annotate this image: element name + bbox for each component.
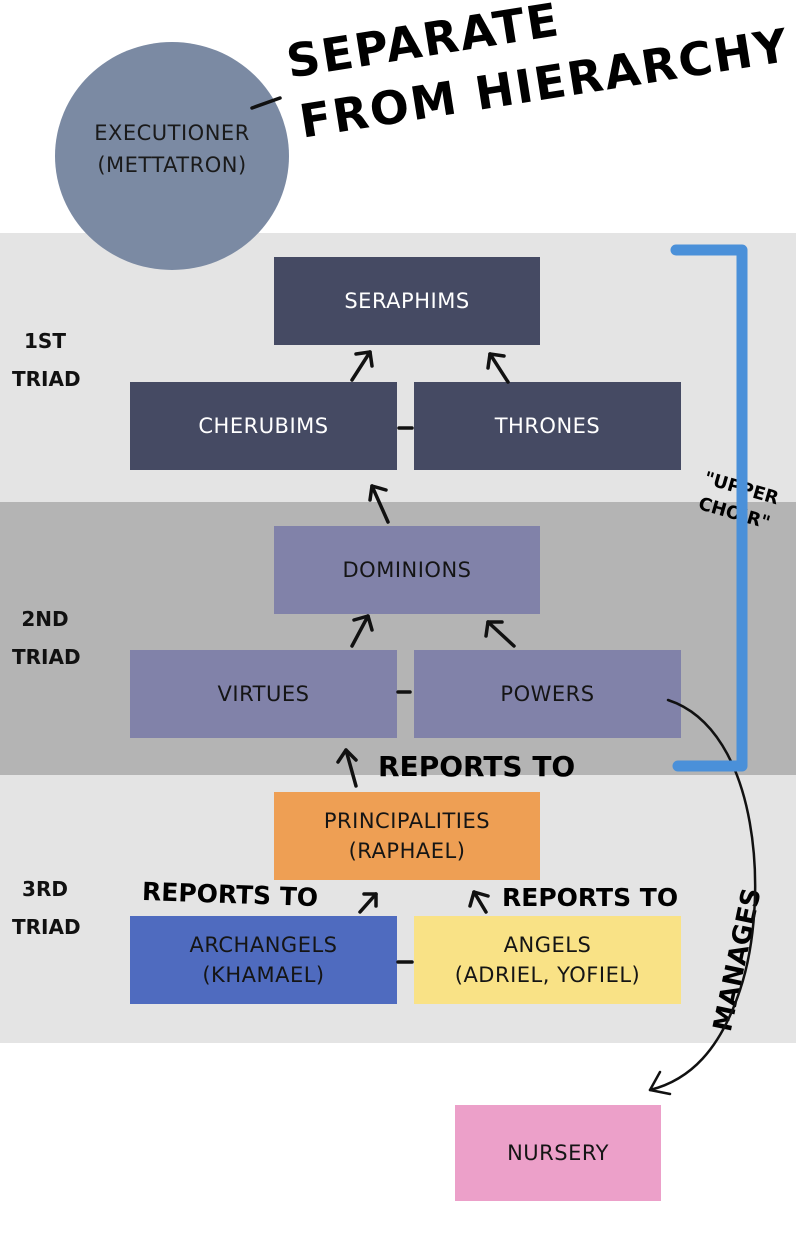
third-triad-label: 3RD TRIAD [12,870,81,946]
arrow-powers-manages-nursery [648,698,757,1096]
archangels-label: ARCHANGELS [189,933,338,957]
executioner-circle [55,42,289,270]
arrow-archangels-to-principalities [358,892,378,914]
second-triad-label: 2ND TRIAD [12,600,81,676]
first-triad-label-line1: 1ST [24,329,66,353]
seraphims-label: SERAPHIMS [344,289,470,313]
upper-choir-bracket [670,244,748,772]
thrones-node: THRONES [414,382,681,470]
arrow-thrones-to-seraphims [486,352,510,384]
third-triad-label-line1: 3RD [22,877,68,901]
executioner-label: EXECUTIONER (METTATRON) [55,117,289,181]
second-triad-label-line2: TRIAD [12,645,81,669]
cherubims-node: CHERUBIMS [130,382,397,470]
second-triad-label-line1: 2ND [21,607,69,631]
executioner-title: EXECUTIONER [94,121,250,145]
archangels-node: ARCHANGELS (KHAMAEL) [130,916,397,1004]
arrow-dominions-to-cherubims [368,484,390,524]
reports-to-main: REPORTS TO [378,750,576,783]
executioner-name: (METTATRON) [97,153,247,177]
principalities-node: PRINCIPALITIES (RAPHAEL) [274,792,540,880]
nursery-node: NURSERY [455,1105,661,1201]
seraphims-node: SERAPHIMS [274,257,540,345]
executioner-connector [250,96,282,110]
virtues-node: VIRTUES [130,650,397,738]
arrow-powers-to-dominions [484,620,516,648]
powers-node: POWERS [414,650,681,738]
cherubims-label: CHERUBIMS [198,414,329,438]
principalities-ruler: (RAPHAEL) [348,839,466,863]
nursery-label: NURSERY [507,1141,609,1165]
dominions-node: DOMINIONS [274,526,540,614]
archangels-ruler: (KHAMAEL) [202,963,325,987]
angels-rulers: (ADRIEL, YOFIEL) [454,963,641,987]
first-triad-label: 1ST TRIAD [12,322,81,398]
reports-to-right: REPORTS TO [502,883,679,912]
arrow-principalities-to-virtues [336,748,358,788]
arrow-cherubims-to-seraphims [350,350,374,382]
first-triad-label-line2: TRIAD [12,367,81,391]
third-triad-label-line2: TRIAD [12,915,81,939]
arrow-angels-to-principalities [468,890,490,914]
thrones-label: THRONES [494,414,601,438]
arrow-virtues-to-dominions [350,614,374,648]
dominions-label: DOMINIONS [342,558,472,582]
powers-label: POWERS [500,682,595,706]
angels-label: ANGELS [503,933,592,957]
angels-node: ANGELS (ADRIEL, YOFIEL) [414,916,681,1004]
principalities-label: PRINCIPALITIES [323,809,491,833]
virtues-label: VIRTUES [217,682,310,706]
